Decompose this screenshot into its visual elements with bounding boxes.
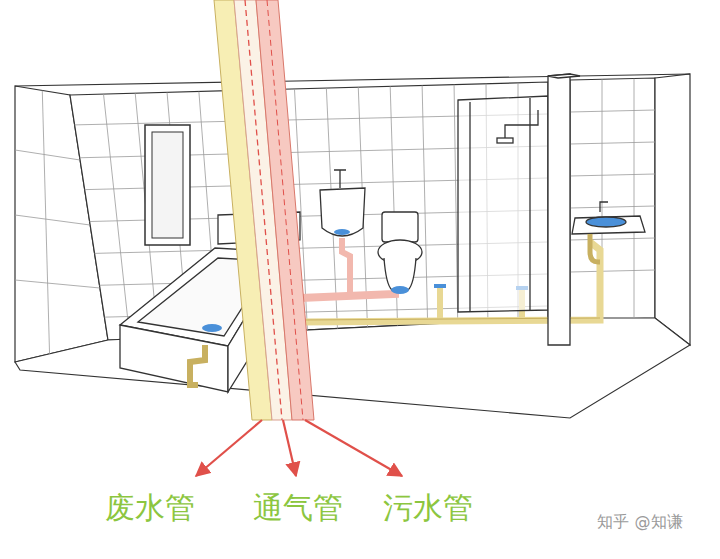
wall-tiles-part-part	[570, 206, 655, 208]
wall-tiles-part-part	[42, 80, 50, 370]
shower-enclosure-part	[497, 138, 513, 143]
wall-tiles-part-part	[634, 70, 635, 330]
urinal	[320, 170, 365, 236]
wash-basin	[572, 202, 645, 262]
room-walls-part	[15, 318, 690, 418]
mirror-part	[152, 132, 183, 238]
watermark: 知乎 @知谦	[597, 512, 682, 531]
room-walls-part	[70, 82, 548, 340]
wash-basin-part	[600, 202, 608, 212]
wall-tiles-part-part	[102, 80, 130, 340]
wall-tiles-part-part	[570, 174, 655, 176]
drain-pipes-part	[434, 284, 446, 288]
drain-pipes-part	[342, 238, 350, 296]
mirror-part	[145, 125, 190, 245]
pipe-stack	[214, 0, 314, 420]
urinal-part	[334, 229, 350, 235]
shower-enclosure-part	[458, 96, 548, 312]
toilet	[378, 212, 422, 294]
wall-tiles-part-part	[15, 215, 90, 225]
wall-tiles-part-part	[390, 80, 398, 340]
leader-arrows-part	[283, 420, 296, 476]
wall-tiles-part-part	[15, 150, 80, 160]
pipe-label: 废水管	[105, 490, 195, 526]
wash-basin-part	[590, 234, 600, 262]
shower-enclosure-part	[529, 98, 530, 310]
partition-wall-part	[548, 74, 580, 78]
wall-tiles-part-part	[15, 280, 100, 288]
toilet-part	[382, 212, 418, 242]
wall-tiles-part-part	[570, 238, 655, 240]
pipe-label: 污水管	[383, 490, 473, 526]
wall-tiles-part	[70, 80, 548, 340]
wash-basin-part	[572, 216, 645, 234]
drain-pipes-part	[437, 288, 443, 320]
bathtub-part	[120, 325, 228, 392]
pipe-stack-part	[267, 0, 303, 420]
wall-tiles	[15, 70, 655, 370]
shower-enclosure-part	[505, 110, 538, 138]
wall-tiles-part	[15, 80, 100, 370]
toilet-part	[384, 258, 416, 290]
toilet-part	[391, 286, 409, 294]
wall-tiles-part-part	[570, 142, 655, 144]
urinal-part	[320, 188, 365, 236]
shower-enclosure-part	[469, 102, 470, 312]
pipe-stack-part	[256, 0, 314, 420]
leader-arrows-part	[305, 420, 402, 476]
pipe-label: 通气管	[253, 490, 343, 526]
wall-tiles-part	[570, 70, 655, 330]
mirror	[145, 125, 190, 245]
leader-arrows-part	[196, 420, 262, 476]
shower-enclosure	[458, 96, 548, 312]
urinal-part	[334, 170, 346, 188]
leader-arrows	[196, 420, 402, 476]
room-walls-part	[15, 74, 690, 86]
room-walls	[15, 74, 690, 418]
wall-tiles-part-part	[570, 270, 655, 272]
bathtub-part	[190, 345, 205, 385]
wash-basin-part	[586, 217, 626, 227]
wall-tiles-part-part	[422, 80, 428, 340]
room-walls-part	[655, 74, 690, 345]
partition-wall-part	[548, 74, 570, 345]
wall-tiles-part-part	[570, 110, 655, 112]
partition-wall	[548, 74, 580, 345]
room-walls-part	[570, 78, 655, 320]
bathtub-part	[202, 324, 222, 332]
